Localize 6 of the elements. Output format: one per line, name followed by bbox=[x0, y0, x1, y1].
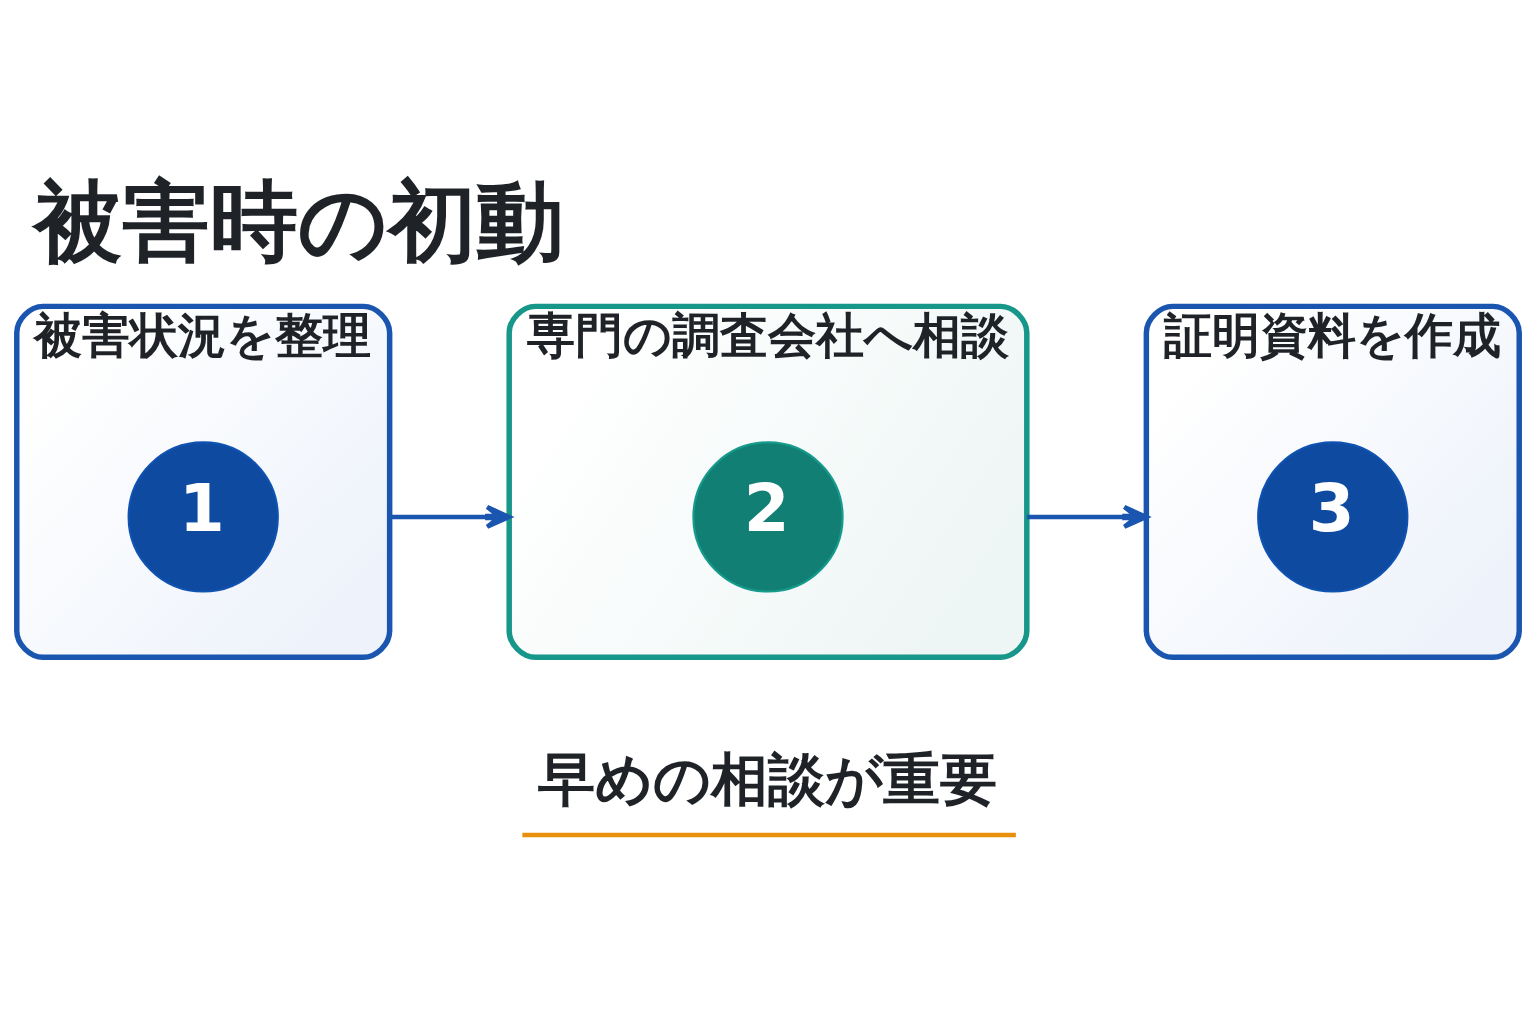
arrow bbox=[1026, 504, 1149, 529]
label: 早めの相談が重要 bbox=[537, 746, 997, 813]
node-circle: 2 bbox=[692, 441, 844, 593]
arrow bbox=[389, 504, 512, 529]
node-circle: 1 bbox=[127, 441, 279, 593]
node-circle: 3 bbox=[1257, 441, 1409, 593]
